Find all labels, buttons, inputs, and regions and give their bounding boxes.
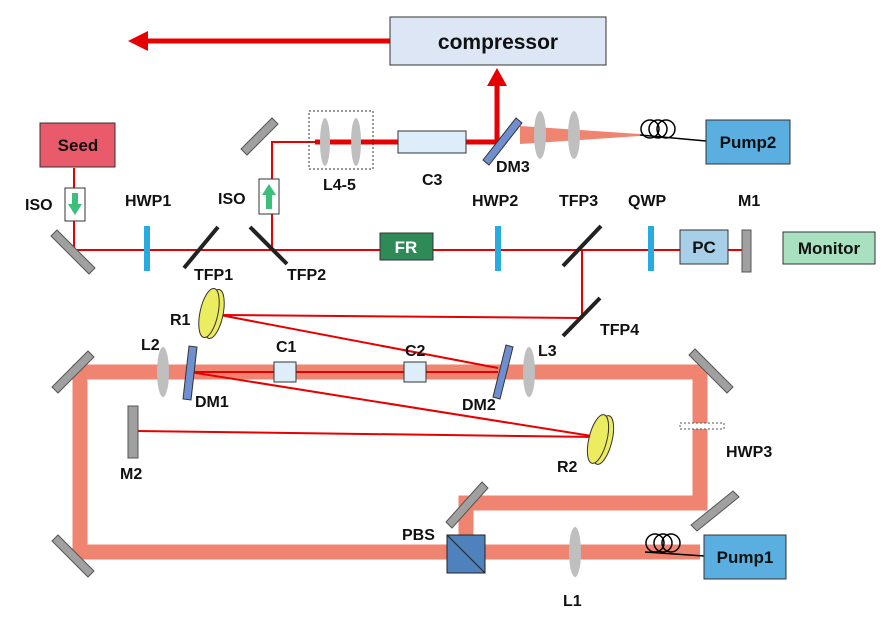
mirror-seed [50, 229, 96, 275]
svg-text:DM2: DM2 [462, 397, 496, 414]
svg-text:PBS: PBS [402, 527, 435, 544]
svg-text:C2: C2 [405, 343, 426, 360]
svg-text:HWP2: HWP2 [472, 193, 518, 210]
l45-dashed-frame [308, 110, 374, 170]
svg-text:TFP1: TFP1 [194, 267, 233, 284]
svg-text:HWP3: HWP3 [726, 444, 772, 461]
mirror-pump-top-right [688, 348, 734, 394]
svg-text:HWP1: HWP1 [125, 193, 171, 210]
component-labels: ISO ISO HWP1 HWP2 HWP3 TFP1 TFP2 TFP3 TF… [25, 159, 772, 610]
output-arrow-icon [128, 31, 148, 51]
svg-text:PC: PC [692, 238, 716, 257]
svg-text:C1: C1 [276, 339, 297, 356]
pockels-cell-box: PC [679, 229, 729, 265]
isolator-left [64, 187, 86, 222]
mirror-l45 [240, 117, 279, 156]
arrow-down-icon [68, 193, 82, 215]
crystals [273, 130, 467, 383]
svg-text:compressor: compressor [438, 31, 558, 54]
signal-beam-paths [73, 141, 745, 438]
mirror-pump-bottom-left [51, 534, 95, 578]
monitor-box: Monitor [782, 231, 876, 265]
curved-mirror-r1 [198, 287, 225, 340]
svg-text:ISO: ISO [218, 191, 246, 208]
svg-text:TFP2: TFP2 [287, 267, 326, 284]
curved-mirror-r2 [586, 414, 615, 465]
mirror-pump-bottom-right [690, 490, 740, 532]
waveplates [144, 226, 654, 271]
tfp3 [561, 224, 603, 268]
isolator-middle [258, 178, 280, 215]
fiber-coil-icon [639, 119, 707, 142]
mirror-pump-top-left [51, 350, 95, 394]
svg-text:DM3: DM3 [496, 159, 530, 176]
thin-film-polarizers [182, 224, 603, 338]
svg-text:L1: L1 [563, 593, 582, 610]
hwp3 [679, 422, 725, 430]
pump1-box: Pump1 [703, 534, 787, 580]
hwp1 [144, 226, 150, 271]
mirror-m2 [127, 405, 139, 459]
seed-box: Seed [39, 122, 116, 168]
lens-pump2-a [534, 111, 546, 159]
hwp2 [495, 226, 501, 271]
tfp2 [248, 225, 289, 266]
tfp4 [561, 296, 602, 338]
fiber-coil-icon [644, 533, 705, 557]
svg-text:Pump1: Pump1 [717, 548, 774, 567]
svg-text:Pump2: Pump2 [720, 133, 777, 152]
svg-text:R2: R2 [557, 459, 578, 476]
svg-text:L2: L2 [141, 337, 160, 354]
lens-l3 [523, 347, 535, 397]
svg-text:L4-5: L4-5 [323, 177, 356, 194]
svg-text:ISO: ISO [25, 197, 53, 214]
compressor-box: compressor [389, 16, 607, 66]
svg-text:TFP3: TFP3 [559, 193, 598, 210]
lens-l2 [157, 347, 169, 397]
pump2-box: Pump2 [705, 119, 791, 165]
faraday-rotator-box: FR [379, 232, 434, 261]
lens-pump2-b [568, 111, 580, 159]
dm3 [482, 117, 523, 166]
svg-text:Seed: Seed [58, 136, 99, 155]
svg-text:QWP: QWP [628, 193, 667, 210]
svg-text:M1: M1 [738, 193, 760, 210]
lens-l1 [569, 527, 581, 577]
arrow-up-icon [262, 184, 276, 209]
output-up-arrow-icon [487, 68, 507, 86]
lens-l4 [320, 118, 330, 166]
crystal-c2 [403, 361, 427, 383]
qwp [648, 226, 654, 271]
lenses [157, 111, 581, 577]
mirror-m1 [741, 229, 752, 273]
svg-text:DM1: DM1 [195, 394, 229, 411]
svg-text:Monitor: Monitor [798, 239, 861, 258]
dm1 [182, 345, 198, 401]
flat-mirrors [50, 117, 752, 578]
mirror-pbs-upper [445, 481, 489, 529]
dm2 [492, 344, 514, 400]
svg-text:R1: R1 [170, 312, 191, 329]
svg-text:L3: L3 [538, 343, 557, 360]
crystal-c1 [273, 361, 297, 383]
crystal-c3 [397, 130, 467, 154]
svg-text:TFP4: TFP4 [600, 322, 639, 339]
svg-text:C3: C3 [422, 172, 443, 189]
pump1-focus-beam [575, 544, 645, 560]
lens-l5 [351, 118, 361, 166]
svg-text:FR: FR [395, 238, 418, 257]
dichroic-mirrors [182, 117, 523, 401]
tfp1 [182, 225, 220, 270]
pump-beam-loop [72, 364, 708, 560]
pbs-cube [446, 534, 486, 574]
svg-text:M2: M2 [120, 466, 142, 483]
